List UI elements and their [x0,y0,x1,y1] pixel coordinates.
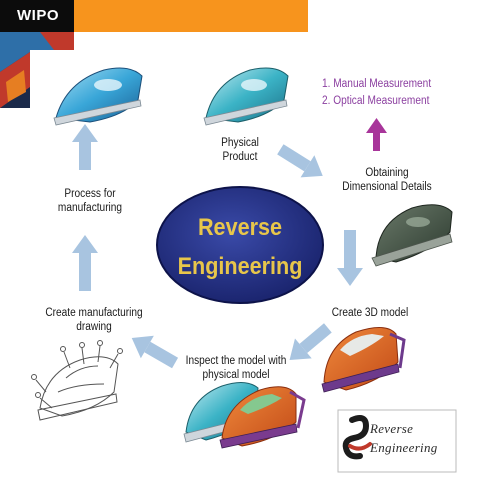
label-process-line1: Process for [64,188,116,200]
iron-physical-product [203,67,289,126]
measurement-item-2: 2. Optical Measurement [322,95,430,107]
center-ellipse [156,186,324,304]
arrow-to-create-3d [337,230,363,286]
arrow-to-create-drawing [131,335,179,369]
header-logo-block [0,0,74,32]
arrow-to-obtaining [277,144,323,178]
label-create-drawing: Create manufacturing drawing [32,306,155,334]
label-create-drawing-line2: drawing [76,321,112,333]
decorative-mosaic [0,32,30,108]
logo-text-line1: Reverse [370,421,414,436]
label-process-line2: manufacturing [57,202,123,214]
label-physical-product: Physical Product [205,136,275,164]
label-obtaining-line2: Dimensional Details [342,181,432,193]
purple-arrow [366,118,387,151]
wipo-brand: WIPO [17,7,59,24]
label-inspect-line1: Inspect the model with [185,355,287,367]
label-create-3d: Create 3D model [308,306,431,320]
label-create-3d-line1: Create 3D model [331,307,409,319]
label-process: Process for manufacturing [46,187,134,215]
iron-obtaining [371,204,453,267]
label-inspect-line2: physical model [202,369,270,381]
label-inspect: Inspect the model with physical model [174,354,297,382]
arrow-to-process [72,235,98,291]
cycle-arrows [72,124,363,369]
iron-create-3d [321,327,406,393]
arrow-to-inspect [289,323,332,360]
label-create-drawing-line1: Create manufacturing [45,307,143,319]
logo-text-line2: Engineering [370,440,438,455]
label-physical-product-line2: Product [222,151,258,163]
label-physical-product-line1: Physical [221,137,259,149]
iron-drawing [31,340,123,421]
center-title-line1: Reverse [197,214,283,241]
arrow-to-top-iron [72,124,98,170]
decorative-mosaic-top [30,32,74,50]
logo-emblem [337,409,457,473]
label-obtaining-line1: Obtaining [365,167,409,179]
iron-top-left [53,67,143,126]
iron-inspect-red [219,386,306,449]
center-title-line2: Engineering [177,253,303,280]
measurement-item-1: 1. Manual Measurement [322,78,432,90]
label-obtaining: Obtaining Dimensional Details [321,166,453,194]
